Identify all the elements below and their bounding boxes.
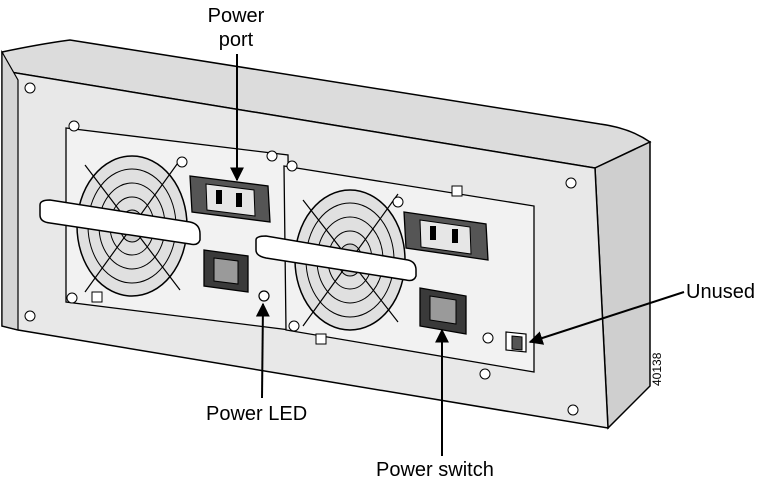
power-switch-label: Power switch — [376, 459, 494, 481]
chassis-screws — [24, 82, 579, 416]
callout-lines — [230, 54, 685, 456]
power-led-1 — [258, 290, 270, 302]
power-port-label-line1: Power — [207, 5, 265, 27]
chassis-top — [0, 39, 652, 169]
power-port-2 — [403, 211, 489, 261]
power-led-label: Power LED — [206, 403, 308, 425]
power-supply-1 — [39, 120, 291, 331]
power-switch-1 — [203, 249, 249, 293]
chassis-left-edge — [1, 49, 19, 331]
handle-2 — [255, 235, 417, 282]
power-port-1 — [189, 175, 271, 223]
unused-leader — [528, 291, 685, 345]
power-led-leader — [255, 302, 270, 399]
power-supply-2 — [255, 160, 535, 373]
handle-1 — [39, 199, 201, 246]
unused-switch — [505, 331, 527, 353]
power-port-label-line2: port — [218, 29, 254, 51]
power-port-label: Power port — [196, 4, 276, 52]
figure-number: 40138 — [650, 352, 664, 386]
unused-label: Unused — [686, 281, 755, 303]
power-switch-2 — [419, 287, 467, 335]
